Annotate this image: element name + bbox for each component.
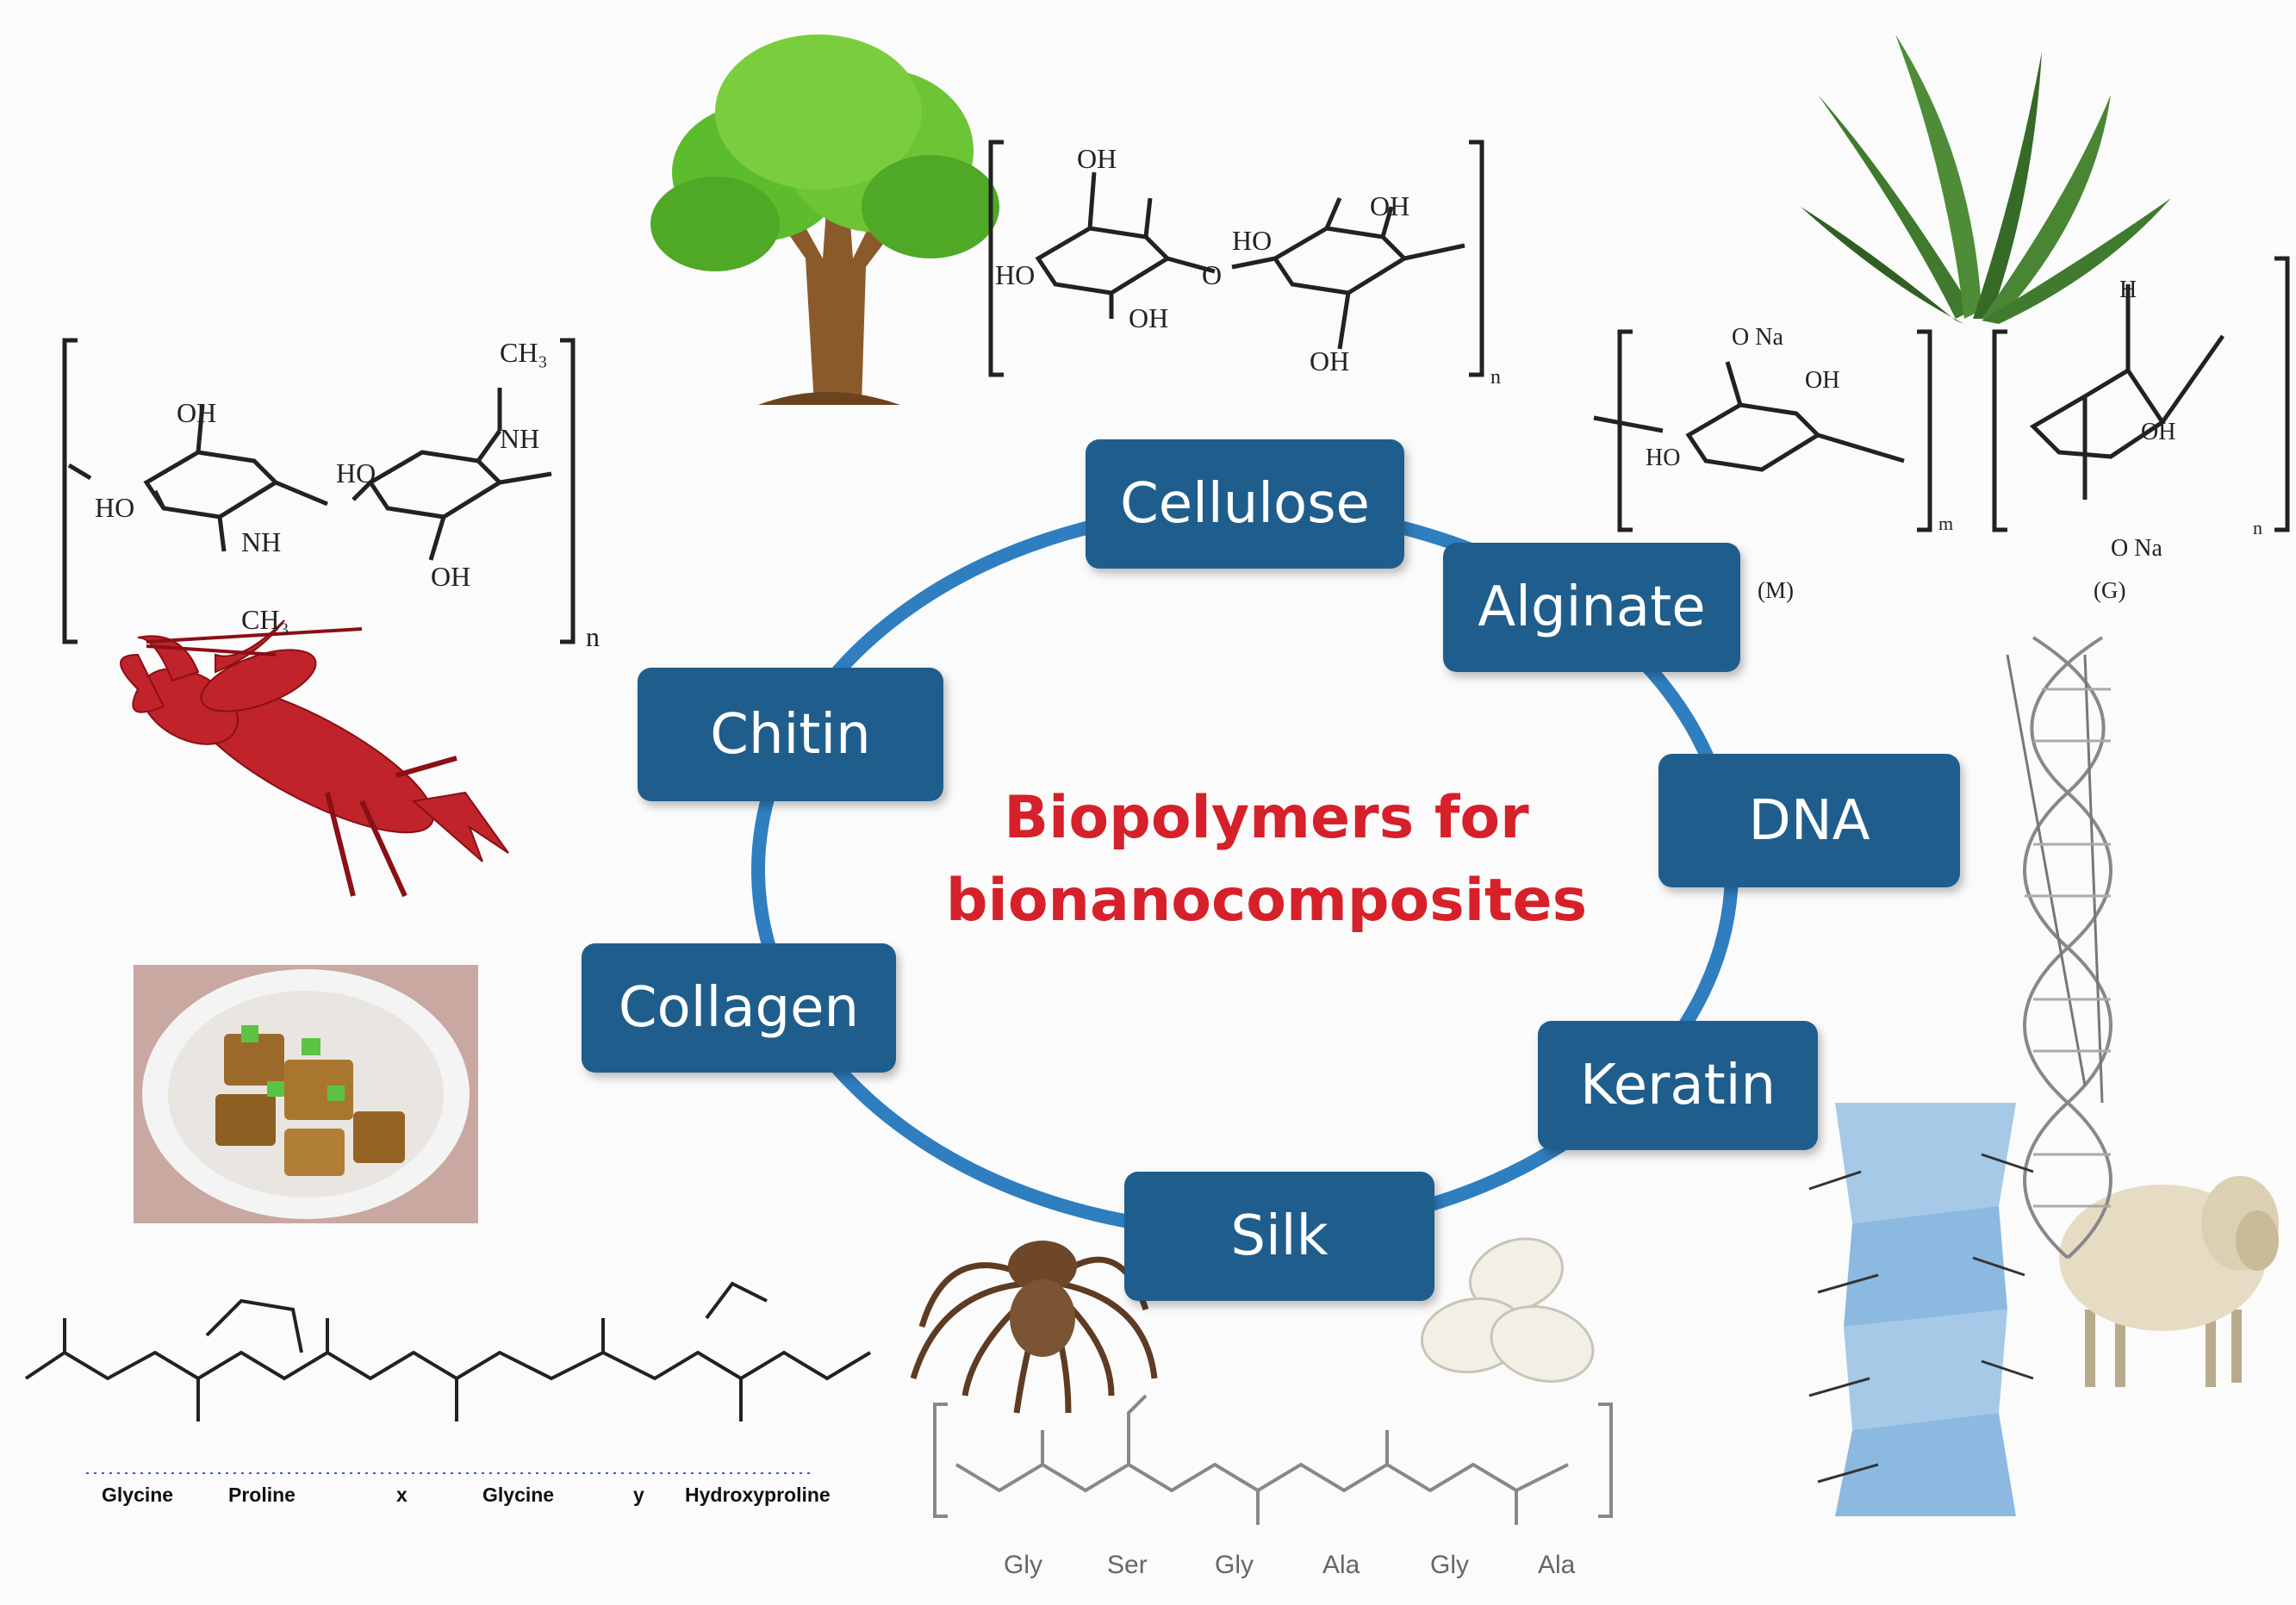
cellulose-ho-label: HO [995, 259, 1035, 290]
box-cellulose: Cellulose [1086, 439, 1404, 569]
chitin-structure [62, 338, 576, 644]
box-alginate: Alginate [1443, 543, 1740, 672]
chitin-oh-label: OH [177, 397, 216, 428]
chitin-nh-label-2: NH [500, 423, 539, 454]
seaweed-image [1801, 34, 2171, 324]
tree-image [650, 34, 999, 405]
alginate-structure [1593, 256, 2290, 532]
dna-helix-image [2006, 636, 2112, 1260]
alginate-ona-label: O Na [1732, 324, 1783, 351]
alginate-h-label: H [2119, 277, 2137, 303]
box-silk: Silk [1124, 1172, 1434, 1301]
chitin-ch3-label: CH₃ [241, 604, 289, 635]
chitin-n-label: n [586, 621, 600, 652]
lobster-image [120, 619, 509, 898]
alginate-n-subscript: n [2253, 517, 2262, 538]
box-dna: DNA [1658, 754, 1960, 887]
silk-aa-ala: Ala [1322, 1551, 1360, 1579]
collagen-seq-y: y [633, 1484, 644, 1506]
collagen-seq-hydroxyproline: Hydroxyproline [685, 1484, 831, 1506]
cellulose-n-label: n [1490, 366, 1501, 389]
alginate-m-subscript: m [1938, 513, 1953, 534]
silk-aa-gly: Gly [1004, 1551, 1042, 1579]
silk-aa-gly-3: Gly [1430, 1551, 1469, 1579]
collagen-seq-x: x [396, 1484, 408, 1506]
chitin-nh-label: NH [241, 526, 281, 557]
center-title-line2: bionanocomposites [945, 867, 1588, 935]
silk-aa-ala-2: Ala [1538, 1551, 1576, 1579]
collagen-food-image [134, 965, 478, 1223]
chitin-ho-label-2: HO [336, 457, 376, 488]
center-title-line1: Biopolymers for [1004, 784, 1529, 852]
chitin-ho-label: HO [95, 492, 134, 523]
box-chitin: Chitin [638, 668, 943, 801]
collagen-structure [24, 1281, 872, 1421]
silk-aa-ser: Ser [1107, 1551, 1148, 1579]
alginate-ona-label-2: O Na [2111, 535, 2162, 562]
cellulose-o-label: O [1202, 259, 1222, 290]
alginate-oh-label-2: OH [2141, 419, 2175, 445]
center-title: Biopolymers for bionanocomposites [930, 777, 1602, 942]
box-collagen: Collagen [582, 943, 896, 1073]
alginate-m-unit-label: (M) [1758, 577, 1794, 603]
box-keratin: Keratin [1538, 1021, 1818, 1150]
cellulose-oh-label-2: OH [1129, 302, 1168, 333]
chemistry-labels: OH HO OH O HO OH OH n OH HO NH CH₃ HO CH… [95, 143, 2262, 652]
cocoon-image [1420, 1237, 1595, 1383]
cellulose-structure [988, 140, 1484, 377]
spider-image [910, 1241, 1158, 1414]
silk-structure [933, 1394, 1613, 1525]
collagen-seq-glycine-2: Glycine [482, 1484, 555, 1506]
cellulose-oh-label-4: OH [1310, 345, 1349, 376]
cellulose-oh-label: OH [1077, 143, 1117, 174]
alginate-ho-label: HO [1646, 445, 1680, 471]
keratin-helix-image [1808, 1103, 2034, 1516]
alginate-oh-label: OH [1805, 367, 1839, 394]
alginate-g-unit-label: (G) [2094, 577, 2126, 603]
cellulose-oh-label-3: OH [1370, 190, 1409, 221]
cellulose-ho-label-2: HO [1232, 225, 1272, 256]
silk-aa-gly-2: Gly [1215, 1551, 1254, 1579]
sheep-image [2059, 1176, 2279, 1387]
chitin-oh-label-2: OH [431, 561, 470, 592]
collagen-seq-glycine: Glycine [102, 1484, 174, 1506]
chitin-ch3-label-2: CH₃ [500, 337, 548, 368]
collagen-seq-proline: Proline [228, 1484, 296, 1506]
